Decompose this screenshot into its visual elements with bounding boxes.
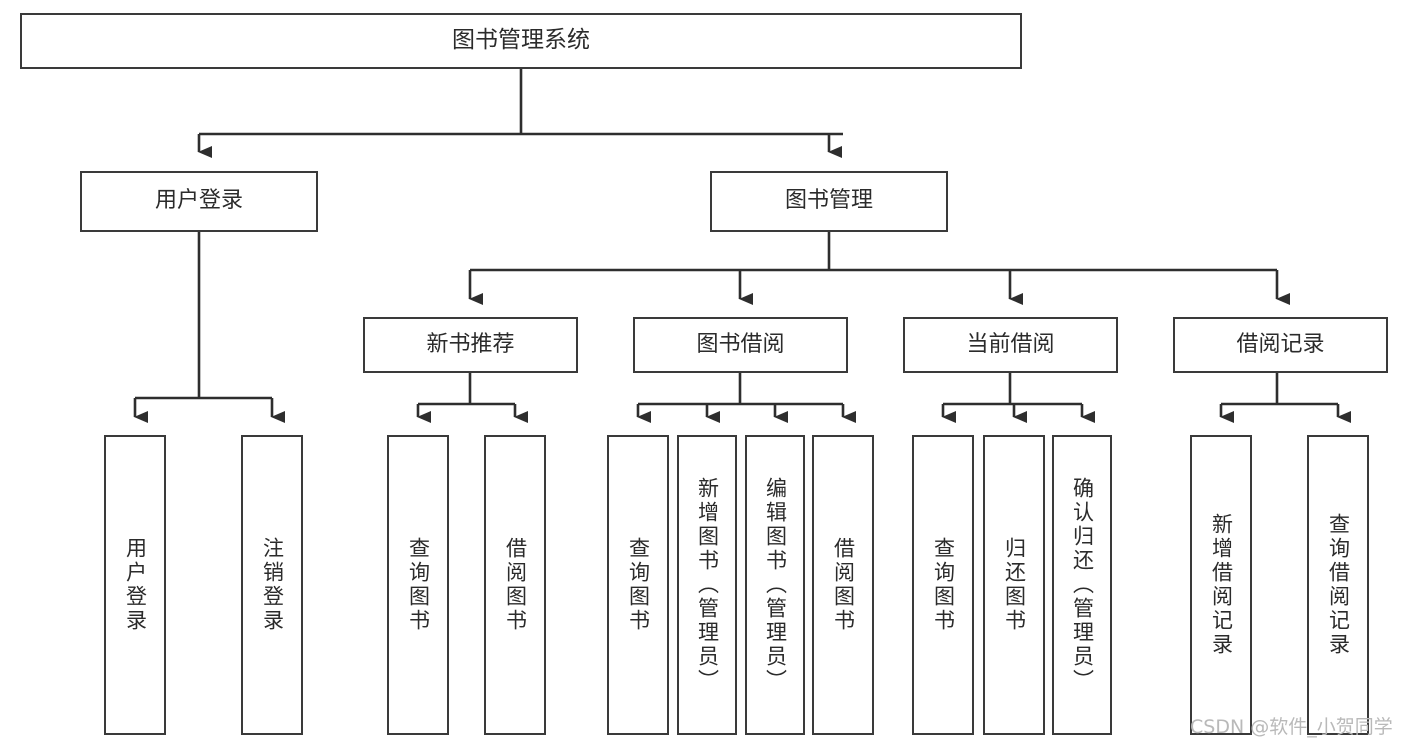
leaf-user-logout[interactable]: 注销登录 (241, 435, 303, 735)
leaf-user-login-label: 用户登录 (123, 537, 148, 633)
leaf-confirm-return-label: 确认归还（管理员） (1070, 477, 1095, 693)
leaf-query-record-label: 查询借阅记录 (1326, 513, 1351, 657)
leaf-edit-book-label: 编辑图书（管理员） (763, 477, 788, 693)
node-new-book-rec[interactable]: 新书推荐 (363, 317, 578, 373)
leaf-user-login[interactable]: 用户登录 (104, 435, 166, 735)
node-current-borrow-label: 当前借阅 (966, 331, 1055, 357)
leaf-confirm-return[interactable]: 确认归还（管理员） (1052, 435, 1112, 735)
node-borrow-record[interactable]: 借阅记录 (1173, 317, 1388, 373)
node-root[interactable]: 图书管理系统 (20, 13, 1022, 69)
node-borrow-record-label: 借阅记录 (1236, 331, 1325, 357)
leaf-add-record[interactable]: 新增借阅记录 (1190, 435, 1252, 735)
node-book-borrow[interactable]: 图书借阅 (633, 317, 848, 373)
leaf-add-book[interactable]: 新增图书（管理员） (677, 435, 737, 735)
leaf-query-record[interactable]: 查询借阅记录 (1307, 435, 1369, 735)
leaf-borrow-book-rec[interactable]: 借阅图书 (484, 435, 546, 735)
leaf-query-book-cur-label: 查询图书 (931, 537, 956, 633)
leaf-return-book[interactable]: 归还图书 (983, 435, 1045, 735)
node-root-label: 图书管理系统 (452, 27, 590, 54)
node-current-borrow[interactable]: 当前借阅 (903, 317, 1118, 373)
leaf-query-book-rec-label: 查询图书 (406, 537, 431, 633)
csdn-watermark: CSDN @软件_小贺同学 (1190, 716, 1393, 738)
leaf-query-book-rec[interactable]: 查询图书 (387, 435, 449, 735)
leaf-borrow-book-rec-label: 借阅图书 (503, 537, 528, 633)
leaf-add-record-label: 新增借阅记录 (1209, 513, 1234, 657)
leaf-query-book-cur[interactable]: 查询图书 (912, 435, 974, 735)
node-book-borrow-label: 图书借阅 (696, 331, 785, 357)
leaf-query-book-borrow[interactable]: 查询图书 (607, 435, 669, 735)
leaf-user-logout-label: 注销登录 (260, 537, 285, 633)
leaf-borrow-book[interactable]: 借阅图书 (812, 435, 874, 735)
node-book-admin-label: 图书管理 (784, 188, 873, 214)
node-user-login-label: 用户登录 (154, 188, 243, 214)
leaf-add-book-label: 新增图书（管理员） (695, 477, 720, 693)
leaf-return-book-label: 归还图书 (1002, 537, 1027, 633)
leaf-edit-book[interactable]: 编辑图书（管理员） (745, 435, 805, 735)
node-user-login[interactable]: 用户登录 (80, 171, 318, 232)
leaf-query-book-borrow-label: 查询图书 (626, 537, 651, 633)
node-book-admin[interactable]: 图书管理 (710, 171, 948, 232)
leaf-borrow-book-label: 借阅图书 (831, 537, 856, 633)
node-new-book-rec-label: 新书推荐 (426, 331, 515, 357)
